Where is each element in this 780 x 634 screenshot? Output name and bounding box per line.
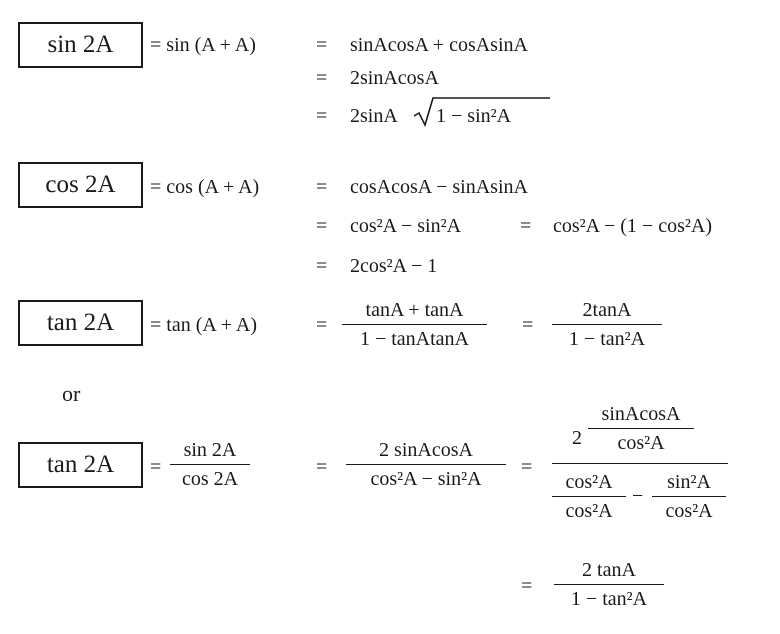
sin2a-line3-prefix: 2sinA — [350, 105, 398, 127]
tan2a-eq1: = — [316, 314, 328, 336]
tan2a-label-box: tan 2A — [18, 300, 143, 346]
sin2a-eq1: = — [316, 34, 328, 56]
fraction-bar — [552, 324, 662, 325]
tan2a-fraction-1: tanA + tanA 1 − tanAtanA — [342, 298, 487, 351]
tan2a-alt-frac0-numerator: sin 2A — [183, 439, 237, 461]
compound-bl-numerator: cos²A — [565, 471, 613, 493]
tan2a-alt-eq2: = — [521, 456, 533, 478]
compound-br-numerator: sin²A — [667, 471, 711, 493]
sin2a-eq3: = — [316, 105, 328, 127]
compound-bottom-right-fraction: sin²A cos²A — [652, 470, 726, 523]
tan2a-frac2-denominator: 1 − tan²A — [568, 328, 646, 350]
cos2a-line2b: cos²A − (1 − cos²A) — [553, 215, 712, 237]
fraction-bar — [346, 464, 506, 465]
compound-top-fraction: sinAcosA cos²A — [588, 402, 694, 455]
tan2a-alt-eq3: = — [521, 575, 533, 597]
fraction-bar — [342, 324, 487, 325]
tan2a-alt-label: tan 2A — [46, 451, 115, 478]
cos2a-label: cos 2A — [45, 171, 116, 198]
compound-top-denominator: cos²A — [617, 432, 665, 454]
tan2a-frac2-numerator: 2tanA — [582, 299, 632, 321]
sin2a-label: sin 2A — [47, 31, 114, 58]
cos2a-eq1: = — [316, 176, 328, 198]
tan2a-alt-frac3-numerator: 2 tanA — [582, 559, 636, 581]
tan2a-alt-eq1: = — [316, 456, 328, 478]
or-text: or — [62, 381, 81, 406]
sin2a-line1: sinAcosA + cosAsinA — [350, 34, 528, 56]
tan2a-fraction-2: 2tanA 1 − tan²A — [552, 298, 662, 351]
tan2a-alt-fraction-0: sin 2A cos 2A — [170, 438, 250, 491]
cos2a-eq3: = — [316, 255, 328, 277]
sin2a-line3-radicand: 1 − sin²A — [436, 105, 512, 127]
tan2a-frac1-numerator: tanA + tanA — [365, 299, 464, 321]
fraction-bar — [170, 464, 250, 465]
cos2a-line2a: cos²A − sin²A — [350, 215, 462, 237]
tan2a-frac1-denominator: 1 − tanAtanA — [359, 328, 470, 350]
fraction-bar — [652, 496, 726, 497]
tan2a-alt-eq0: = — [150, 456, 162, 478]
cos2a-eq2: = — [316, 215, 328, 237]
cos2a-eq2b: = — [520, 215, 532, 237]
cos2a-definition: = cos (A + A) — [150, 176, 260, 198]
tan2a-alt-fraction-3: 2 tanA 1 − tan²A — [554, 558, 664, 611]
tan2a-eq2: = — [522, 314, 534, 336]
fraction-bar — [588, 428, 694, 429]
compound-bl-denominator: cos²A — [565, 500, 613, 522]
compound-bottom-left-fraction: cos²A cos²A — [552, 470, 626, 523]
sin2a-definition: = sin (A + A) — [150, 34, 256, 56]
tan2a-alt-label-box: tan 2A — [18, 442, 143, 488]
compound-coefficient: 2 — [572, 427, 582, 449]
tan2a-alt-frac3-denominator: 1 − tan²A — [570, 588, 648, 610]
compound-minus-sign: − — [632, 485, 644, 507]
compound-top-numerator: sinAcosA — [601, 403, 681, 425]
tan2a-definition: = tan (A + A) — [150, 314, 257, 336]
sin2a-label-box: sin 2A — [18, 22, 143, 68]
cos2a-label-box: cos 2A — [18, 162, 143, 208]
tan2a-label: tan 2A — [46, 309, 115, 336]
compound-br-denominator: cos²A — [665, 500, 713, 522]
fraction-bar — [552, 496, 626, 497]
compound-main-bar — [552, 463, 728, 464]
tan2a-alt-fraction-1: 2 sinAcosA cos²A − sin²A — [346, 438, 506, 491]
tan2a-alt-frac1-numerator: 2 sinAcosA — [379, 439, 473, 461]
cos2a-line3: 2cos²A − 1 — [350, 255, 438, 277]
sin2a-line2: 2sinAcosA — [350, 67, 439, 89]
tan2a-alt-frac1-denominator: cos²A − sin²A — [370, 468, 482, 490]
sin2a-eq2: = — [316, 67, 328, 89]
sqrt-sign-icon — [413, 97, 550, 128]
cos2a-line1: cosAcosA − sinAsinA — [350, 176, 528, 198]
fraction-bar — [554, 584, 664, 585]
tan2a-alt-frac0-denominator: cos 2A — [181, 468, 239, 490]
